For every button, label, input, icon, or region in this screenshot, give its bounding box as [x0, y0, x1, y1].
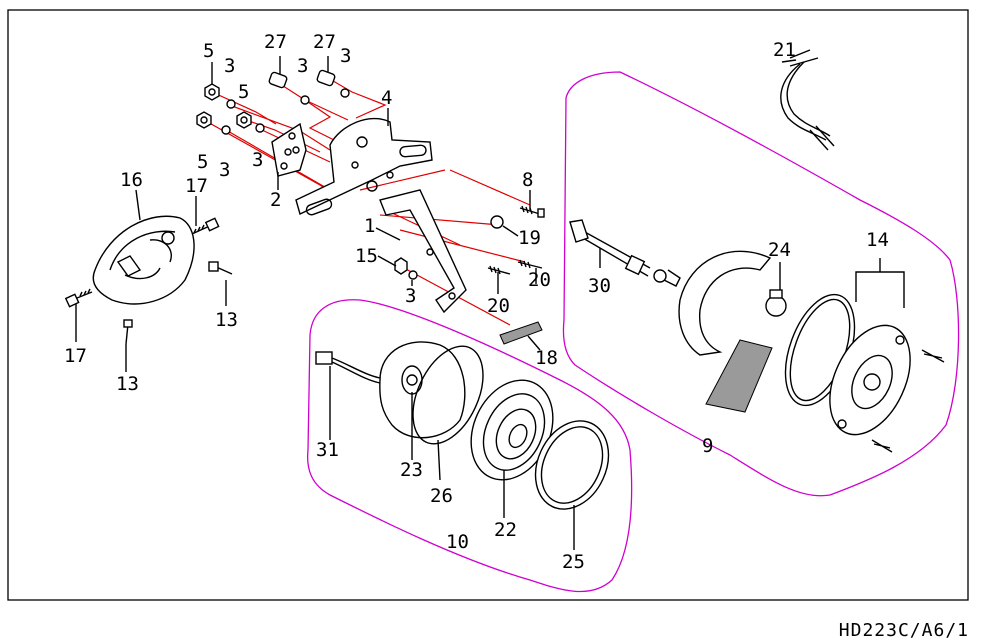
group-10-boundary — [306, 299, 633, 593]
housing-part-16 — [92, 215, 195, 305]
lens-part-9 — [678, 250, 773, 413]
wire-harness-part-21 — [780, 49, 835, 151]
callout-24: 24 — [768, 239, 791, 261]
spacer-27-b — [316, 69, 336, 87]
callout-5-mid: 5 — [238, 81, 249, 103]
diagram-frame — [7, 9, 969, 601]
nut-15 — [394, 257, 408, 275]
bracket-part-2 — [271, 122, 307, 177]
callout-3-b: 3 — [252, 149, 263, 171]
callout-15: 15 — [355, 245, 378, 267]
rim-part-25 — [534, 420, 610, 510]
callout-30: 30 — [588, 275, 611, 297]
reflector-part-18 — [499, 321, 543, 345]
washer-3-f — [408, 270, 418, 280]
red-leader-lines — [203, 77, 531, 326]
spacer-27-a — [268, 71, 288, 89]
callout-5-low: 5 — [197, 151, 208, 173]
screw-part-20-a — [487, 265, 511, 275]
callout-8: 8 — [522, 169, 533, 191]
callout-3-e: 3 — [340, 45, 351, 67]
group-9-boundary — [562, 71, 960, 497]
nut-5-low — [196, 111, 212, 129]
callout-9: 9 — [702, 435, 713, 457]
screw-17-upper — [191, 217, 220, 235]
callout-3-a: 3 — [224, 55, 235, 77]
screw-part-8 — [519, 205, 545, 218]
callout-17-lower: 17 — [64, 345, 87, 367]
callout-23: 23 — [400, 459, 423, 481]
callout-18: 18 — [535, 347, 558, 369]
callout-13-right: 13 — [215, 309, 238, 331]
callout-14: 14 — [866, 229, 889, 251]
callout-27-b: 27 — [313, 31, 336, 53]
callout-5-top: 5 — [203, 40, 214, 62]
reflector-part-22 — [470, 379, 554, 481]
nut-5-mid — [236, 111, 252, 129]
washer-3-e — [340, 88, 350, 98]
callout-1: 1 — [364, 215, 375, 237]
screw-13-lower — [123, 319, 133, 345]
callout-20-a: 20 — [487, 295, 510, 317]
nut-5-top — [204, 83, 220, 101]
callout-22: 22 — [494, 519, 517, 541]
ring-part-26 — [412, 345, 484, 445]
knob-part-19 — [490, 215, 504, 229]
screw-part-20-b — [517, 259, 543, 269]
callout-leaders — [75, 56, 905, 550]
callout-20-b: 20 — [528, 269, 551, 291]
bracket-part-4 — [295, 117, 433, 216]
bracket-part-1 — [379, 189, 467, 314]
screw-17-lower — [64, 288, 93, 308]
base-plate-part-14 — [829, 324, 945, 453]
callout-19: 19 — [518, 227, 541, 249]
callout-2: 2 — [270, 189, 281, 211]
socket-part-30 — [569, 219, 681, 287]
washer-3-a — [226, 99, 236, 109]
washer-3-c — [255, 123, 265, 133]
callout-21: 21 — [773, 39, 796, 61]
callout-13-lower: 13 — [116, 373, 139, 395]
callout-27-a: 27 — [264, 31, 287, 53]
callout-25: 25 — [562, 551, 585, 573]
callout-3-f: 3 — [405, 285, 416, 307]
washer-3-d — [300, 95, 310, 105]
bulb-part-24 — [765, 289, 787, 317]
lamp-body-part-23 — [379, 341, 466, 439]
callout-3-d: 3 — [297, 55, 308, 77]
drawing-code: HD223C/A6/1 — [838, 620, 969, 641]
callout-3-c: 3 — [219, 159, 230, 181]
callout-31: 31 — [316, 439, 339, 461]
screw-13-right — [208, 261, 233, 275]
connector-part-31 — [315, 351, 381, 384]
callout-10: 10 — [446, 531, 469, 553]
callout-labels: 5 3 5 3 5 3 27 3 27 3 4 2 16 17 17 13 13… — [64, 31, 889, 573]
callout-4: 4 — [381, 87, 392, 109]
callout-17-upper: 17 — [185, 175, 208, 197]
callout-16: 16 — [120, 169, 143, 191]
callout-26: 26 — [430, 485, 453, 507]
washer-3-b — [221, 125, 231, 135]
